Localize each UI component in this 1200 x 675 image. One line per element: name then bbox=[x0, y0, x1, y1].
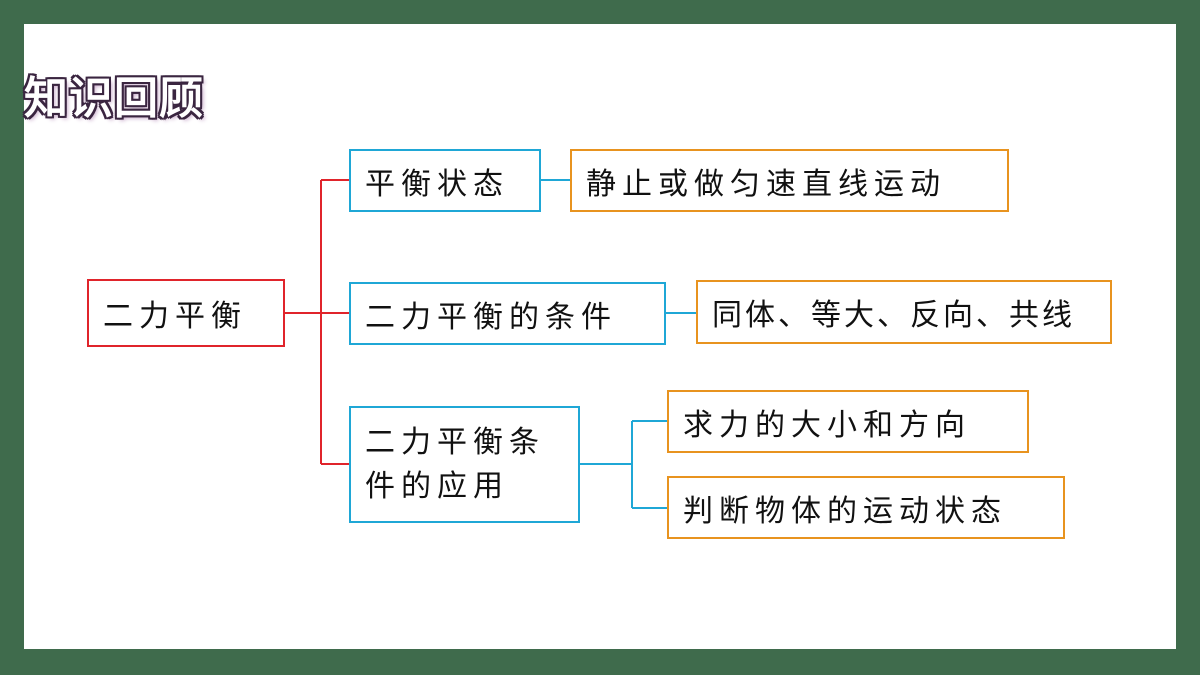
detail-node-conditions: 同体、等大、反向、共线 bbox=[696, 280, 1112, 344]
branch-node-conditions: 二力平衡的条件 bbox=[349, 282, 666, 345]
branch-node-application: 二力平衡条件的应用 bbox=[349, 406, 580, 523]
detail-node-find-force: 求力的大小和方向 bbox=[667, 390, 1029, 453]
page-title: 知识回顾 bbox=[24, 73, 204, 124]
detail-node-balance-state: 静止或做匀速直线运动 bbox=[570, 149, 1009, 212]
root-node: 二力平衡 bbox=[87, 279, 285, 347]
branch-node-balance-state: 平衡状态 bbox=[349, 149, 541, 212]
detail-node-motion-state: 判断物体的运动状态 bbox=[667, 476, 1065, 539]
